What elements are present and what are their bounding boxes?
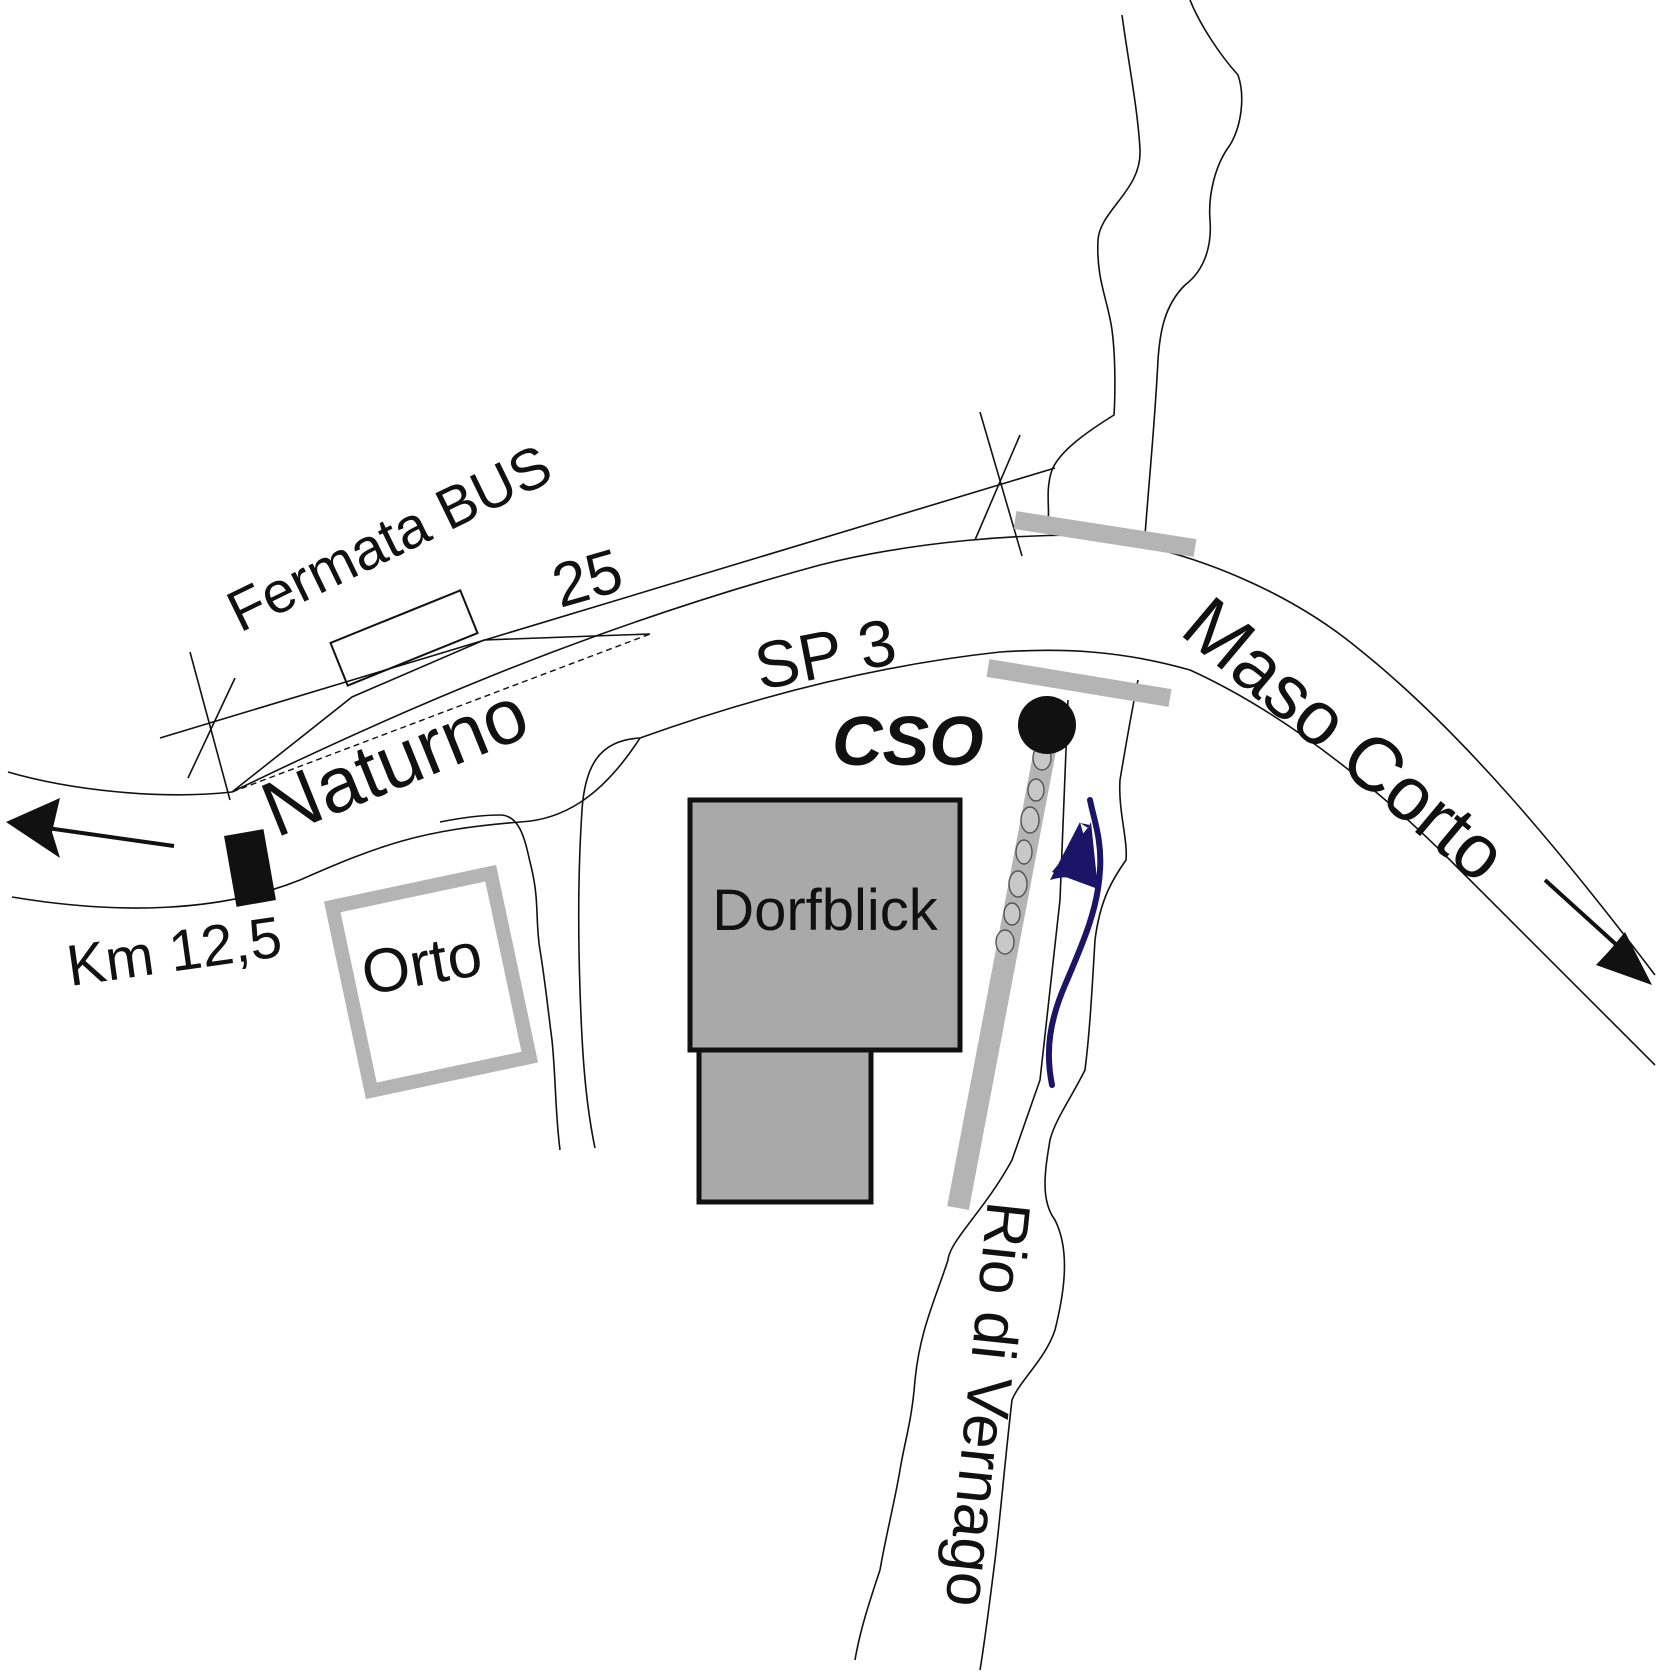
bridge-upper [1013, 511, 1197, 557]
flow-arrow-head-icon [1050, 822, 1098, 889]
distance-label: 25 [545, 536, 630, 621]
bus-bay-line [231, 633, 651, 793]
dimension-tick-right-1 [979, 411, 1023, 557]
road-edge-lower [11, 649, 1656, 1066]
dorfblick-annex [696, 1037, 874, 1205]
creek-bank-left-lower [854, 699, 1069, 1661]
creek-bank-left [1047, 14, 1141, 521]
fermata-label: Fermata BUS [217, 432, 561, 644]
dorfblick-building [687, 797, 963, 1053]
dimension-tick-right-2 [974, 434, 1021, 541]
orto-box [323, 864, 539, 1100]
cso-label: CSO [832, 702, 984, 780]
creek-bank-right-lower [979, 679, 1139, 1671]
dimension-tick-left-1 [189, 651, 231, 801]
naturno-label: Naturno [249, 668, 539, 854]
creek-bank-right [1144, 0, 1243, 536]
orto-label: Orto [356, 920, 487, 1009]
arrow-down-right-icon [1543, 878, 1652, 985]
cso-marker-icon [1018, 696, 1076, 754]
km-marker [224, 829, 276, 907]
road-label: SP 3 [749, 604, 902, 704]
km-label: Km 12,5 [63, 904, 286, 998]
bus-bay-dashed [231, 633, 651, 793]
dorfblick-label: Dorfblick [712, 878, 939, 943]
bus-shelter [329, 589, 479, 687]
arrow-left-icon [6, 798, 175, 858]
maso-corto-label: Maso Corto [1167, 581, 1523, 899]
flow-arrow-icon [1045, 797, 1104, 1088]
bridge-lower [986, 659, 1172, 707]
lot-line [439, 814, 561, 1151]
dimension-line [159, 467, 1056, 739]
dimension-tick-left-2 [187, 677, 236, 779]
lot-line-inner [577, 737, 641, 1149]
